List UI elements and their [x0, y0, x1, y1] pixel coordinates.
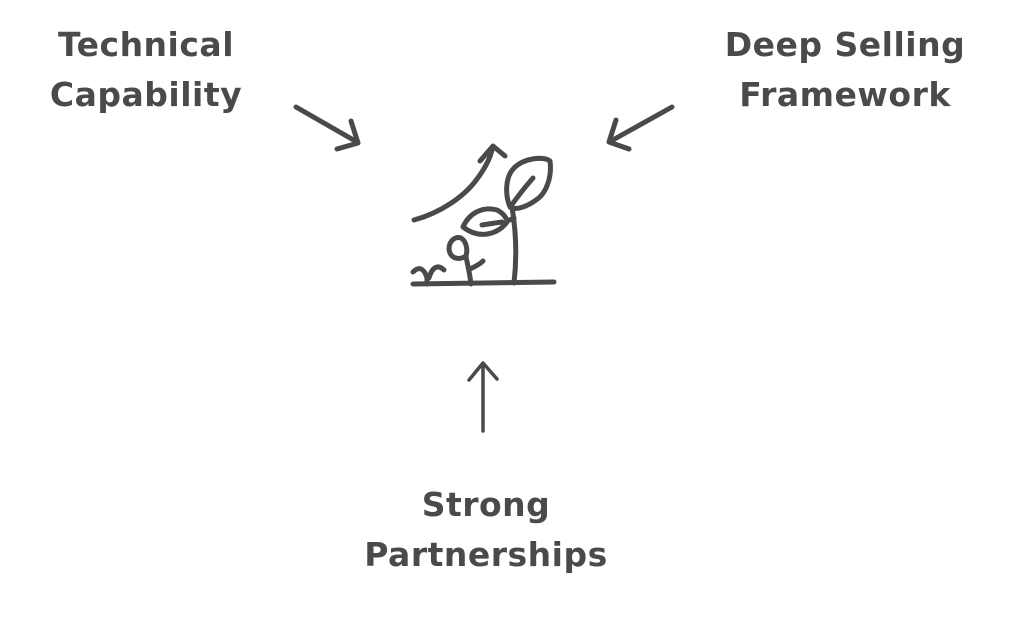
big-leaf [504, 155, 553, 211]
arrow-down-right-icon [293, 104, 361, 152]
middle-leaf-stalk [504, 215, 517, 224]
label-line: Framework [739, 75, 951, 114]
ground-line [410, 279, 557, 287]
arrow-down-left-icon [606, 104, 675, 152]
label-line: Capability [49, 75, 243, 114]
middle-leaf [460, 206, 510, 237]
plant-stem [509, 204, 519, 286]
grass-blade-left [410, 266, 430, 281]
label-strong-partnerships: Strong Partnerships [364, 480, 607, 580]
arrow-up-icon [467, 361, 499, 433]
label-deep-selling-framework: Deep Selling Framework [725, 20, 965, 120]
middle-leaf-vein [479, 219, 505, 228]
growth-plant-icon [410, 143, 557, 287]
growth-curve-arrowhead [477, 143, 508, 164]
grass-blade-right [426, 264, 447, 281]
sprout-shoot [467, 258, 486, 272]
label-line: Strong [421, 485, 551, 524]
label-line: Deep Selling [724, 25, 966, 64]
big-leaf-vein [508, 175, 536, 209]
growth-curve [411, 147, 495, 223]
label-line: Technical [57, 25, 235, 64]
label-line: Partnerships [364, 535, 608, 574]
label-technical-capability: Technical Capability [50, 20, 242, 120]
sprout-leaf [446, 235, 470, 261]
